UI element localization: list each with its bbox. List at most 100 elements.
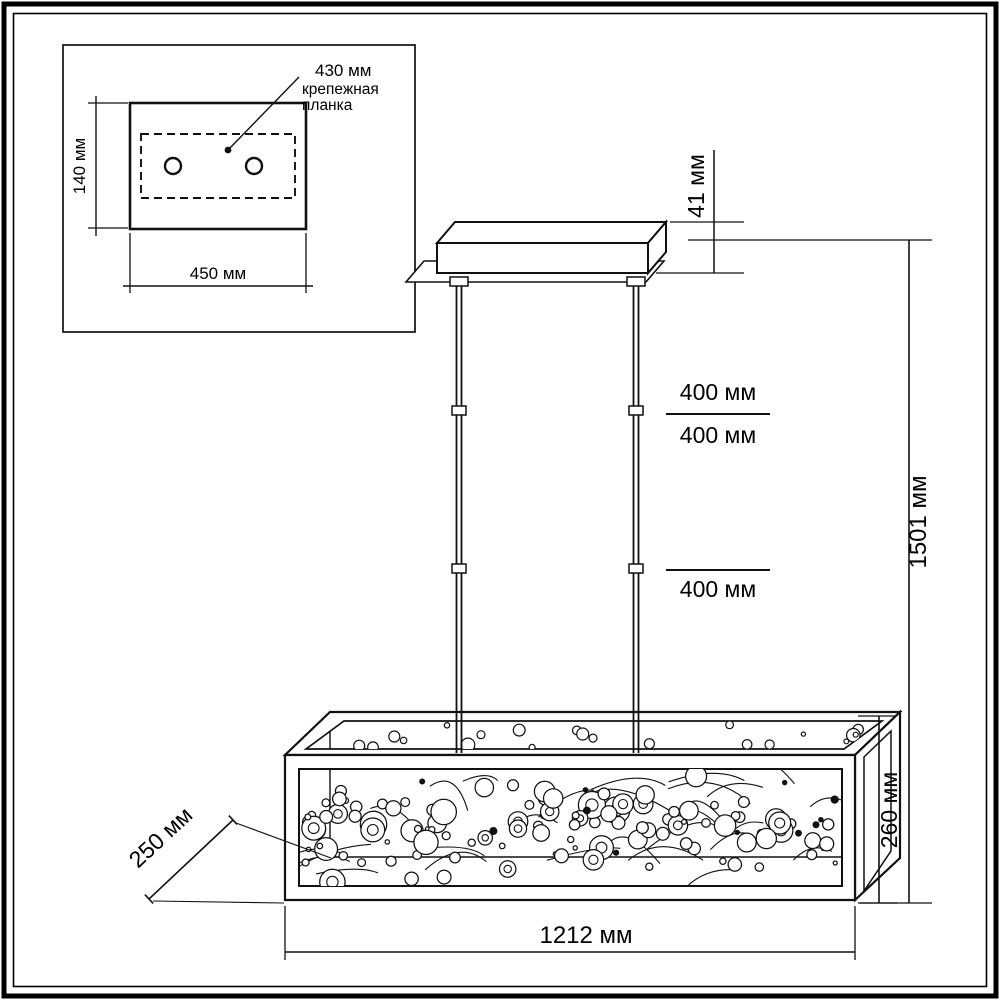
decor-bubble bbox=[301, 858, 310, 867]
decor-bubble bbox=[764, 739, 775, 750]
decor-bubble bbox=[524, 799, 535, 810]
decor-bubble bbox=[399, 736, 408, 745]
decor-bubble bbox=[832, 860, 838, 866]
decor-bubble bbox=[321, 798, 331, 808]
dim-plate-height: 140 мм bbox=[70, 96, 128, 236]
inner-border bbox=[12, 12, 988, 988]
decor-bubble bbox=[419, 778, 426, 785]
decor-bubble bbox=[643, 738, 656, 750]
bracket-name-line1: крепежная bbox=[302, 81, 379, 98]
canopy bbox=[404, 219, 669, 287]
decor-bubble bbox=[582, 806, 591, 815]
decor-bubble bbox=[852, 731, 859, 738]
decor-bubble bbox=[679, 837, 693, 851]
decor-bubble bbox=[476, 730, 486, 740]
decor-bubble bbox=[467, 838, 476, 847]
decor-bubble-inner bbox=[545, 806, 555, 817]
decor-bubble bbox=[348, 809, 362, 823]
decor-bubble bbox=[436, 869, 452, 885]
decor-bubble bbox=[385, 800, 402, 817]
rod-joint-sleeve bbox=[628, 405, 644, 416]
decor-bubble bbox=[645, 862, 654, 871]
dimension-tick bbox=[144, 894, 154, 904]
decor-bubble bbox=[719, 857, 727, 866]
decor-bubble bbox=[385, 855, 397, 867]
mounting-plate bbox=[128, 101, 308, 231]
decor-branch bbox=[590, 777, 666, 790]
decor-bubble bbox=[680, 818, 688, 825]
dim-body-width: 1212 мм bbox=[284, 906, 856, 960]
decor-bubble bbox=[821, 818, 835, 831]
decor-bubble bbox=[582, 787, 589, 793]
decor-bubble-inner bbox=[366, 823, 379, 836]
body-height-label: 260 мм bbox=[876, 772, 902, 848]
suspension-rods bbox=[451, 286, 644, 753]
screw-hole-left bbox=[163, 156, 183, 176]
overall-height-label: 1501 мм bbox=[905, 475, 932, 568]
decor-bubble bbox=[588, 733, 598, 743]
decor-bubble bbox=[611, 815, 626, 830]
decor-bubble bbox=[316, 842, 324, 850]
decor-bubble bbox=[304, 813, 312, 821]
decor-bubble bbox=[413, 829, 439, 856]
decor-bubble bbox=[474, 777, 495, 798]
decor-bubble bbox=[430, 798, 458, 826]
decor-bubble bbox=[338, 850, 349, 861]
decor-bubble-inner bbox=[672, 820, 683, 831]
decor-bubble bbox=[400, 797, 411, 808]
mounting-bracket-dashed-outline bbox=[140, 133, 296, 199]
decor-bubble bbox=[734, 829, 740, 836]
decor-bubble bbox=[635, 785, 655, 805]
decor-band bbox=[299, 721, 882, 886]
dimension-line bbox=[148, 819, 234, 900]
decor-bubble bbox=[635, 821, 649, 835]
decor-bubble-inner bbox=[307, 822, 320, 835]
dim-overall-height: 1501 мм bbox=[688, 239, 932, 904]
decor-bubble bbox=[668, 805, 681, 818]
decor-bubble bbox=[843, 738, 850, 745]
extension-line bbox=[235, 822, 332, 859]
decor-bubble-inner bbox=[513, 824, 523, 833]
decor-bubble bbox=[710, 800, 719, 810]
decor-bubble bbox=[819, 836, 835, 852]
screw-hole-right bbox=[244, 156, 264, 176]
decor-bubble bbox=[576, 727, 590, 741]
rod-connector-right bbox=[626, 276, 646, 287]
bracket-length-label: 430 мм bbox=[315, 61, 371, 80]
decor-bubble bbox=[532, 824, 551, 842]
decor-bubble bbox=[388, 730, 401, 743]
rod-joint-sleeve bbox=[451, 563, 467, 574]
dim-body-height: 260 мм bbox=[858, 715, 902, 904]
decor-bubble bbox=[755, 827, 778, 850]
rod-connector-left bbox=[449, 276, 469, 287]
decor-branch bbox=[706, 782, 764, 798]
body-right-opening bbox=[863, 729, 892, 894]
decor-bubble bbox=[612, 849, 620, 856]
leader-line bbox=[227, 76, 300, 151]
decor-bubble bbox=[384, 839, 391, 845]
decor-bubble-inner bbox=[503, 864, 512, 874]
canopy-front-face bbox=[436, 242, 649, 274]
decor-bubble bbox=[314, 836, 339, 862]
dim-plate-width: 450 мм bbox=[123, 233, 313, 293]
decor-bubble bbox=[319, 809, 334, 824]
decor-bubble bbox=[736, 832, 757, 853]
decor-bubble bbox=[512, 723, 526, 737]
decor-bubble bbox=[553, 848, 570, 864]
rod-segment-top-label: 400 мм bbox=[680, 379, 756, 405]
decor-branch bbox=[462, 775, 499, 782]
decor-bubble-inner bbox=[333, 809, 343, 819]
decor-bubble bbox=[404, 871, 419, 886]
decor-branch bbox=[668, 772, 745, 783]
body-width-label: 1212 мм bbox=[539, 922, 632, 949]
mounting-plate-inset: 430 мм крепежная планка 140 мм 450 мм bbox=[62, 44, 416, 333]
rod-joint-sleeve bbox=[451, 405, 467, 416]
canopy-top-face bbox=[434, 221, 669, 244]
decor-bubble bbox=[449, 851, 461, 864]
decor-bubble bbox=[754, 862, 765, 872]
bracket-name-line2: планка bbox=[302, 97, 353, 114]
decor-bubble bbox=[830, 795, 839, 804]
decor-bubble bbox=[781, 779, 788, 786]
